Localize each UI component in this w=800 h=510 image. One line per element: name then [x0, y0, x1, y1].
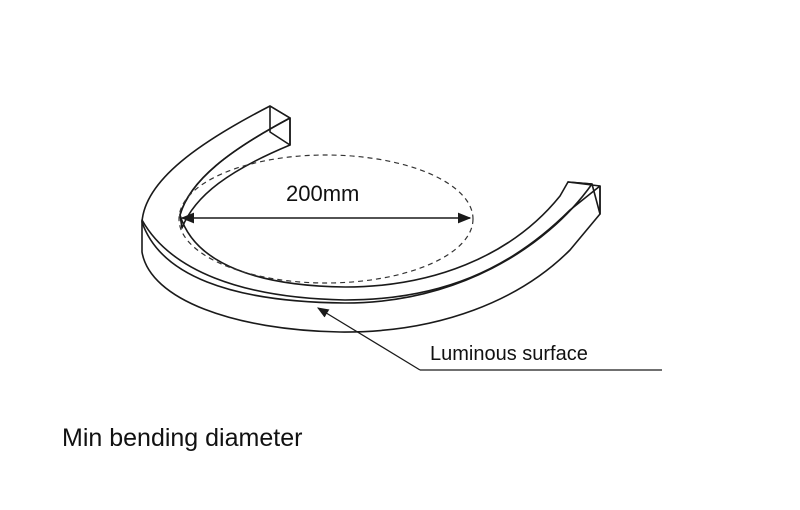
diameter-label: 200mm: [286, 181, 359, 206]
callout-leader-line: [317, 307, 421, 371]
bend-diameter-dashed-ellipse: [178, 154, 474, 284]
callout-label: Luminous surface: [430, 343, 588, 365]
diagram-caption: Min bending diameter: [62, 424, 302, 452]
luminous-top-surface: [141, 105, 593, 304]
